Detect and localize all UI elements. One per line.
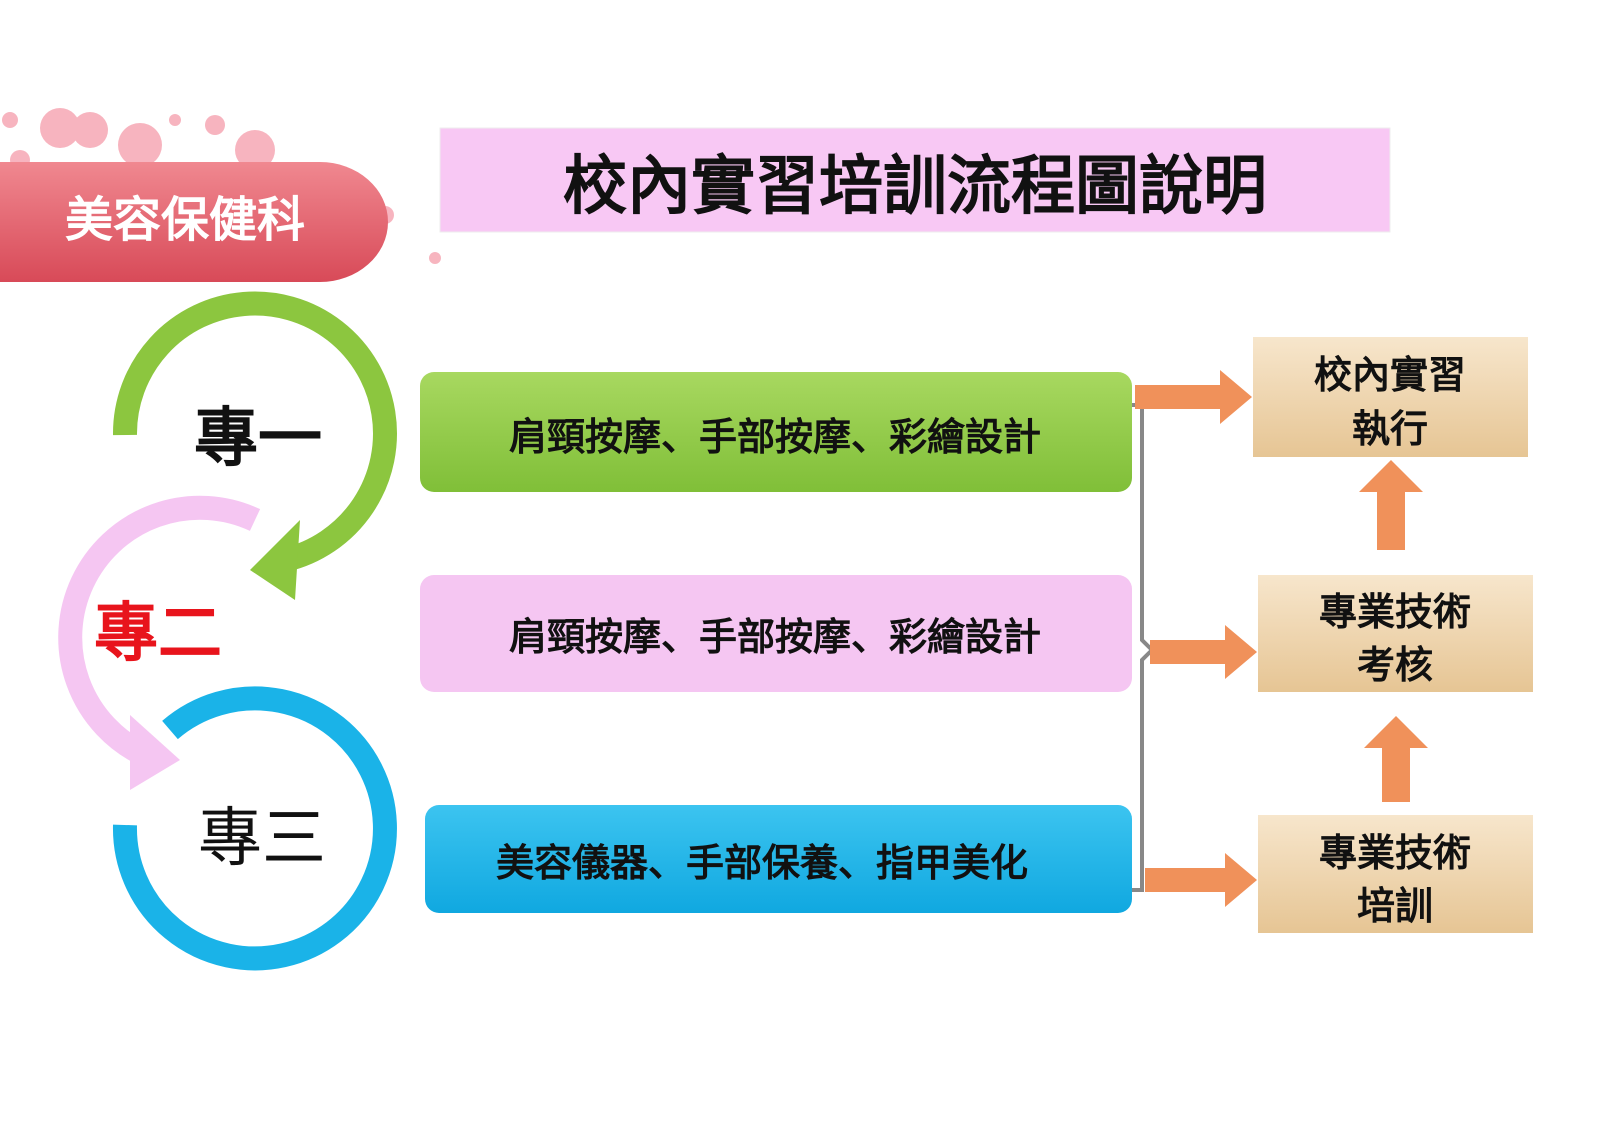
bracket: [1132, 403, 1155, 892]
up-arrow-icon: [1359, 460, 1423, 550]
stage-1-arc: [112, 291, 397, 600]
stage-3-activities: 美容儀器、手部保養、指甲美化: [425, 805, 1132, 913]
department-label: 美容保健科: [65, 192, 305, 248]
page-title: 校內實習培訓流程圖說明: [563, 150, 1267, 224]
svg-text:肩頸按摩、手部按摩、彩繪設計: 肩頸按摩、手部按摩、彩繪設計: [509, 615, 1041, 659]
svg-text:肩頸按摩、手部按摩、彩繪設計: 肩頸按摩、手部按摩、彩繪設計: [509, 415, 1041, 459]
step-box-assessment: 專業技術 考核: [1258, 575, 1533, 692]
stage-2-activities: 肩頸按摩、手部按摩、彩繪設計: [420, 575, 1132, 692]
svg-text:專業技術: 專業技術: [1319, 590, 1471, 634]
stage-1-activities: 肩頸按摩、手部按摩、彩繪設計: [420, 372, 1132, 492]
step-box-execution: 校內實習 執行: [1253, 337, 1528, 457]
svg-text:培訓: 培訓: [1357, 884, 1433, 928]
stage-3-arc: [112, 686, 397, 971]
svg-text:專業技術: 專業技術: [1319, 831, 1471, 875]
stage-1-label: 專一: [194, 402, 322, 476]
svg-text:執行: 執行: [1352, 407, 1428, 451]
up-arrow-icon: [1364, 716, 1428, 802]
svg-text:美容儀器、手部保養、指甲美化: 美容儀器、手部保養、指甲美化: [496, 841, 1028, 885]
svg-text:校內實習: 校內實習: [1314, 353, 1466, 397]
title-box: 校內實習培訓流程圖說明: [439, 127, 1391, 233]
svg-text:考核: 考核: [1357, 643, 1433, 687]
step-box-training: 專業技術 培訓: [1258, 815, 1533, 933]
stage-3-label: 專三: [198, 802, 326, 876]
stage-2-label: 專二: [94, 597, 222, 671]
right-arrow-icon: [1145, 853, 1257, 907]
right-arrow-icon: [1150, 625, 1257, 679]
right-arrow-icon: [1135, 370, 1252, 424]
department-badge: 美容保健科: [0, 162, 388, 282]
stage-2-arc: [58, 495, 261, 790]
